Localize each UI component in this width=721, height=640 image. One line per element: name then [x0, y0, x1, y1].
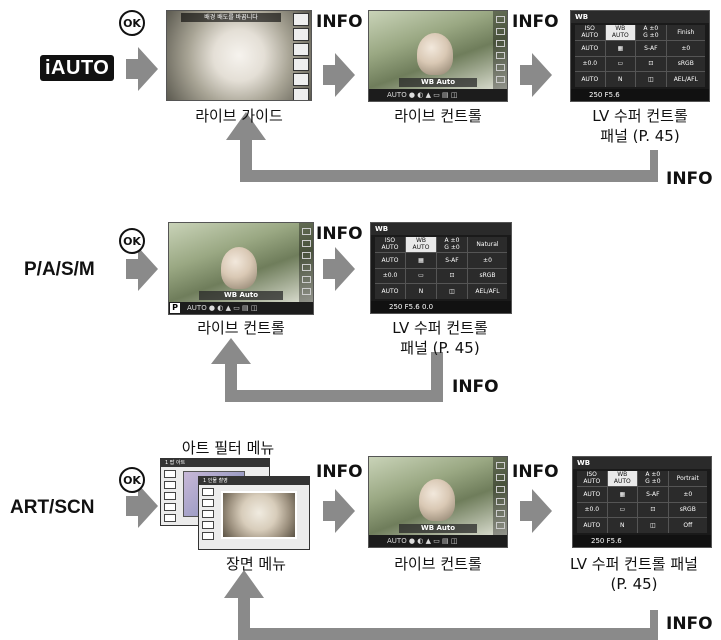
art-filter-menu-caption: 아트 필터 메뉴	[158, 438, 298, 458]
live-control-bar: AUTO ● ◐ ▲ ▭ ▤ ◫	[369, 89, 507, 101]
row1-arrow-3	[520, 53, 552, 97]
row3-arrow-3	[520, 489, 552, 533]
row1-info-return: INFO	[666, 169, 713, 189]
live-control-screen-1: WB Auto AUTO ● ◐ ▲ ▭ ▤ ◫	[368, 10, 508, 102]
live-control-screen-3: WB Auto AUTO ● ◐ ▲ ▭ ▤ ◫	[368, 456, 508, 548]
row3-caption-3a: LV 수퍼 컨트롤 패널	[548, 554, 720, 574]
row2-caption-2b: 패널 (P. 45)	[360, 338, 520, 358]
artscn-mode-label: ART/SCN	[10, 497, 94, 519]
row2-arrow-2	[323, 247, 355, 291]
row1-arrow-2	[323, 53, 355, 97]
row1-info-2: INFO	[512, 12, 559, 32]
row1-caption-1: 라이브 가이드	[166, 106, 312, 126]
row2-info-return: INFO	[452, 377, 499, 397]
row3-arrow-2	[323, 489, 355, 533]
live-guide-icons	[293, 13, 309, 99]
row1-arrow-mode	[126, 47, 158, 91]
row1-info-1: INFO	[316, 12, 363, 32]
row1-caption-2: 라이브 컨트롤	[360, 106, 516, 126]
ok-button-icon-3: OK	[119, 467, 145, 493]
iauto-mode-label: iAUTO	[40, 57, 114, 80]
row3-caption-2: 라이브 컨트롤	[360, 554, 516, 574]
row2-caption-2a: LV 수퍼 컨트롤	[360, 318, 520, 338]
row3-info-return: INFO	[666, 614, 713, 634]
row1-caption-3a: LV 수퍼 컨트롤	[560, 106, 720, 126]
row3-caption-1: 장면 메뉴	[200, 554, 312, 574]
row1-caption-3b: 패널 (P. 45)	[560, 126, 720, 146]
live-control-screen-2: WB Auto AUTO ● ◐ ▲ ▭ ▤ ◫ P	[168, 222, 314, 315]
row3-info-2: INFO	[512, 462, 559, 482]
scene-menu-screen: 1 인물 촬영	[198, 476, 310, 550]
live-guide-banner: 배경 배도를 바꿉니다	[181, 13, 281, 22]
wb-auto-label: WB Auto	[399, 78, 477, 87]
psam-mode-label: P/A/S/M	[24, 259, 95, 281]
ok-button-icon-2: OK	[119, 228, 145, 254]
live-guide-screen: 배경 배도를 바꿉니다	[166, 10, 312, 101]
row2-caption-1: 라이브 컨트롤	[166, 318, 316, 338]
row3-caption-3b: (P. 45)	[548, 574, 720, 594]
ok-button-icon: OK	[119, 10, 145, 36]
row2-info-1: INFO	[316, 224, 363, 244]
row3-info-1: INFO	[316, 462, 363, 482]
